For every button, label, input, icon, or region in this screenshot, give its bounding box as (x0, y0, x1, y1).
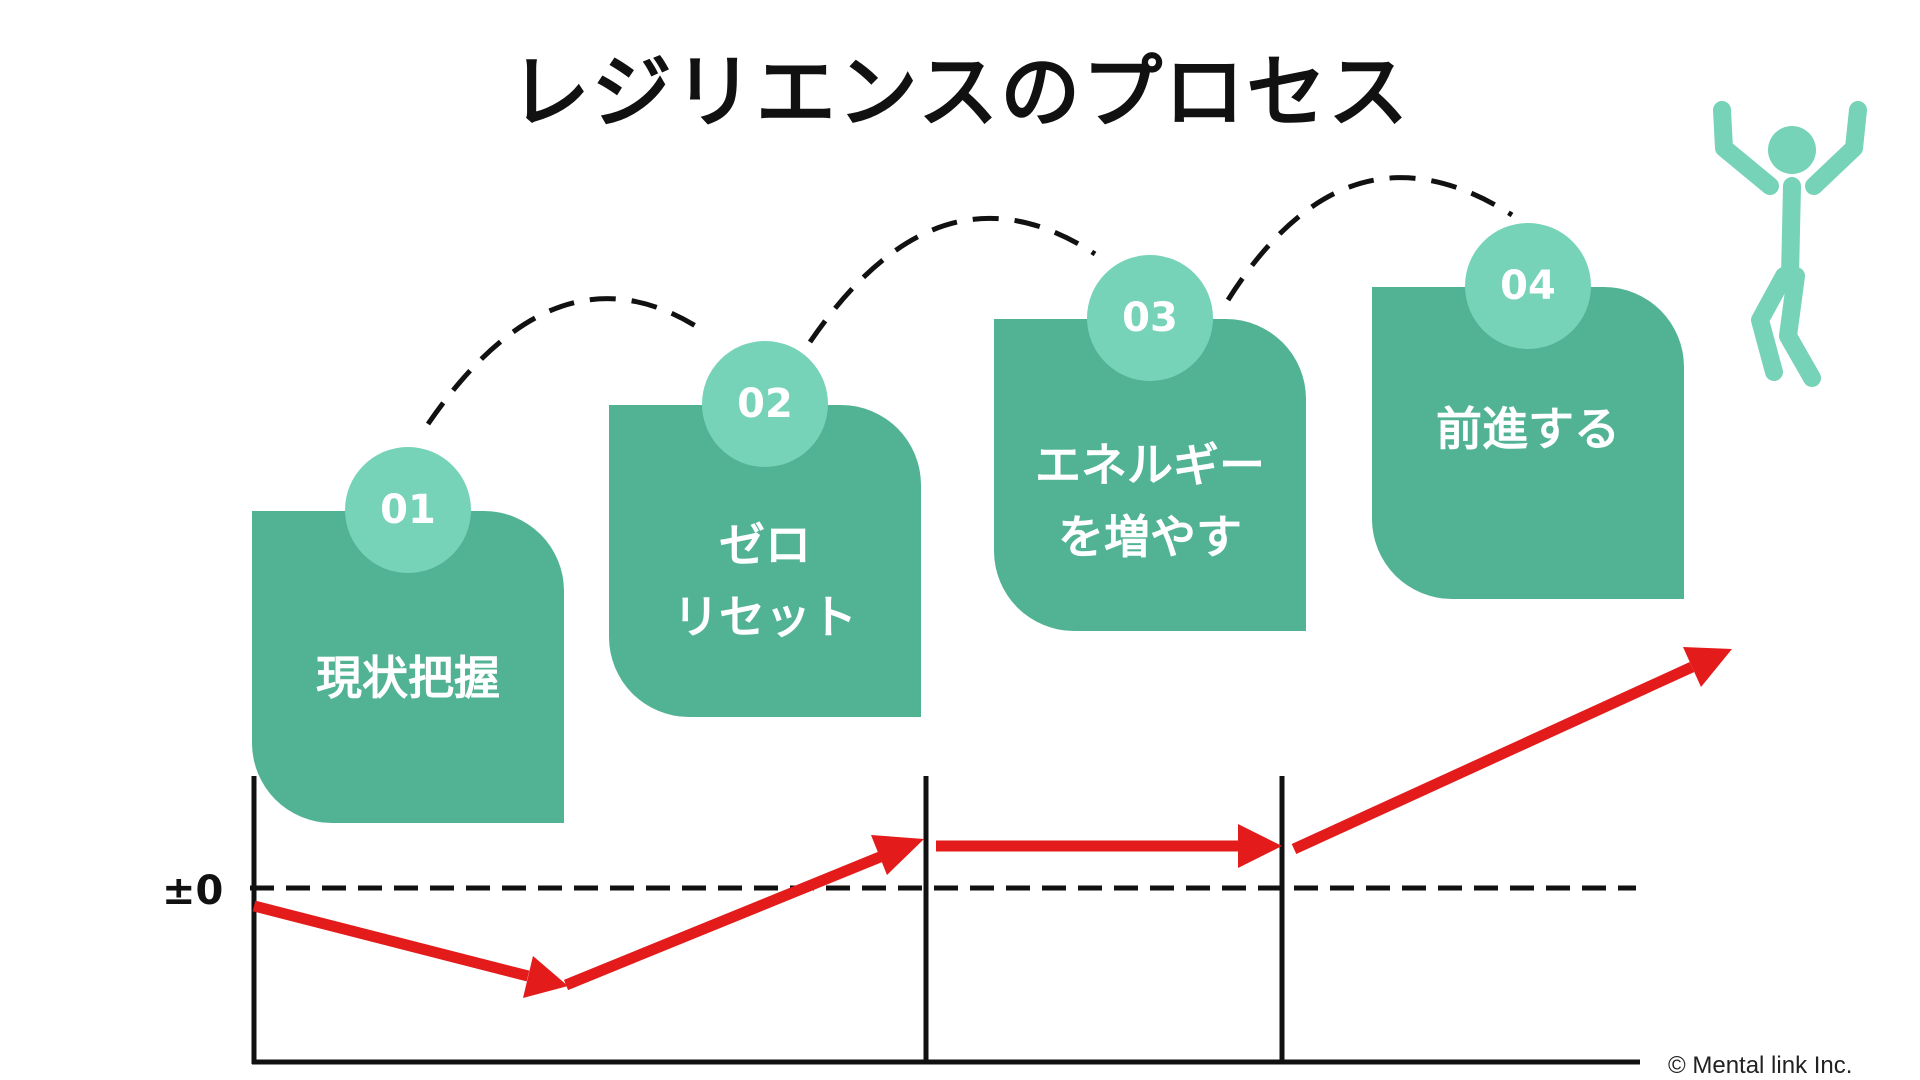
trend-arrow-4 (1291, 647, 1732, 855)
person-cheering-icon (1713, 101, 1867, 387)
trend-arrow-2 (563, 835, 924, 991)
step-1-label: 現状把握 (316, 651, 500, 705)
step-1-number-badge: 01 (345, 447, 471, 573)
step-3-number-badge: 03 (1087, 255, 1213, 381)
page-title: レジリエンスのプロセス (509, 46, 1411, 139)
jump-arc-2-3 (807, 215, 1097, 344)
trend-arrow-1 (252, 900, 568, 998)
zero-baseline-label: ±0 (162, 868, 224, 914)
step-2-number-badge: 02 (702, 341, 828, 467)
step-2-label-line2: リセット (673, 590, 857, 644)
step-3-label-line2: を増やす (1058, 510, 1242, 564)
trend-arrow-3 (936, 824, 1282, 868)
step-3-label-line1: エネルギー (1035, 438, 1265, 492)
jump-arc-3-4 (1225, 175, 1514, 302)
step-card-3: エネルギー を増やす (994, 319, 1306, 631)
step-4-label: 前進する (1436, 402, 1620, 456)
copyright-notice: © Mental link Inc. (1668, 1052, 1853, 1079)
step-2-label-line1: ゼロ (719, 518, 811, 572)
jump-arc-1-2 (425, 296, 710, 426)
step-4-number-badge: 04 (1465, 223, 1591, 349)
